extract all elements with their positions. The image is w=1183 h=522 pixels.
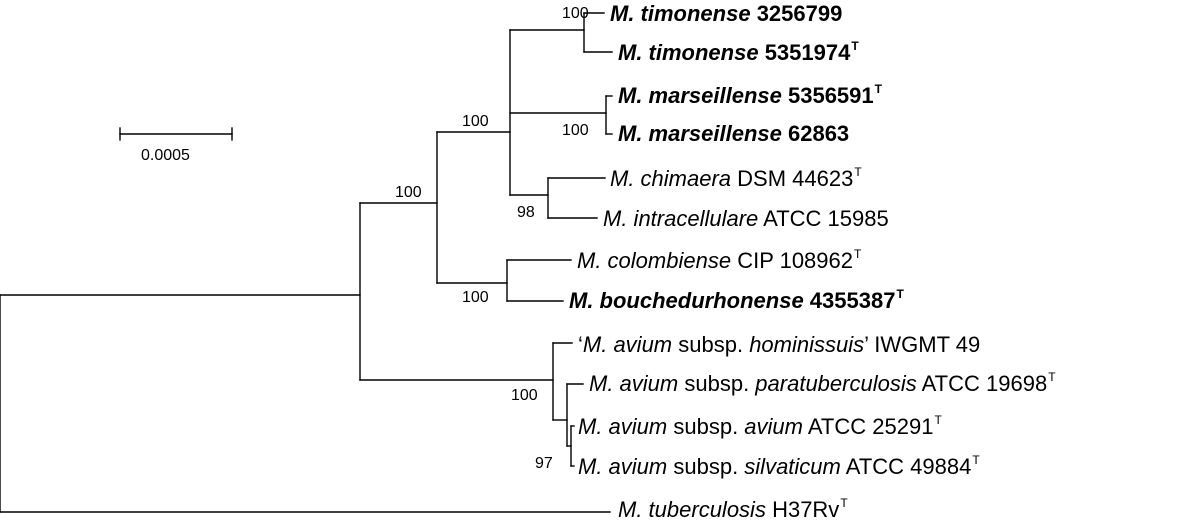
scale-bar-label: 0.0005 (141, 147, 190, 164)
leaf-label: M. intracellulare ATCC 15985 (603, 206, 889, 231)
support-value-avium: 100 (511, 387, 538, 404)
leaf-label: M. avium subsp. silvaticum ATCC 49884T (578, 453, 980, 479)
leaf-label: M. avium subsp. avium ATCC 25291T (578, 413, 942, 439)
leaf-label: M. avium subsp. paratuberculosis ATCC 19… (589, 370, 1056, 396)
support-value-marseillense: 100 (562, 122, 589, 139)
leaf-label: M. chimaera DSM 44623T (610, 165, 862, 191)
support-value-mac: 100 (395, 184, 422, 201)
support-value-ingroup: 100 (462, 113, 489, 130)
leaf-label: M. tuberculosis H37RvT (618, 496, 848, 522)
support-value-chimaera: 98 (517, 204, 535, 221)
leaf-label: M. colombiense CIP 108962T (577, 247, 862, 273)
leaf-label: M. marseillense 5356591T (618, 82, 882, 108)
leaf-label: M. marseillense 62863 (618, 121, 850, 146)
leaf-label: ‘M. avium subsp. hominissuis’ IWGMT 49 (578, 332, 981, 357)
support-value-colombiense: 100 (462, 289, 489, 306)
leaf-label: M. timonense 3256799 (610, 1, 843, 26)
support-value-avium-subclade: 97 (535, 455, 553, 472)
leaf-label: M. bouchedurhonense 4355387T (569, 287, 904, 313)
support-value-timonense: 100 (562, 5, 589, 22)
leaf-label: M. timonense 5351974T (618, 39, 859, 65)
